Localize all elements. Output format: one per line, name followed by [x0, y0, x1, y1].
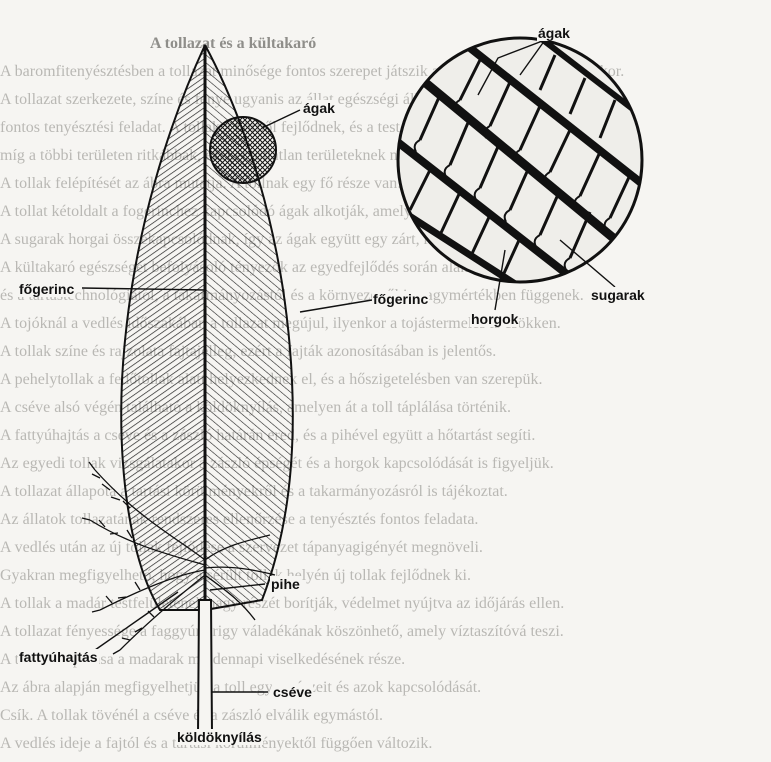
label-fogerinc-right: főgerinc — [372, 291, 430, 307]
feather-calamus — [196, 599, 214, 741]
background-line: Csík. A tollak tövénél a cséve és a zász… — [0, 707, 384, 724]
feather-vane-left — [120, 44, 206, 611]
label-cseve: cséve — [272, 684, 313, 700]
magnified-detail — [396, 36, 644, 284]
label-koldoknyilas: köldöknyílás — [176, 729, 263, 745]
label-sugarak: sugarak — [590, 287, 646, 303]
label-pihe: pihe — [270, 576, 301, 592]
label-agak-top: ágak — [537, 25, 571, 41]
background-line: Az ábra alapján megfigyelhetjük a toll e… — [0, 679, 482, 696]
label-agak-mid: ágak — [302, 100, 336, 116]
background-line: A tollazat fényessége a faggyúmirigy vál… — [0, 623, 564, 640]
background-line: A tollak a madár testfelületének nagy ré… — [0, 595, 565, 612]
down-feathers — [81, 461, 276, 655]
label-fogerinc-left: főgerinc — [18, 281, 76, 297]
leader-lines — [81, 39, 616, 693]
vane-detail-marker — [209, 116, 277, 184]
background-line: A tollak felépítését az ábra mutatja. A … — [0, 175, 529, 192]
label-horgok: horgok — [470, 311, 520, 327]
label-fattyuhajtas: fattyúhajtás — [18, 649, 99, 665]
background-heading: A tollazat és a kültakaró — [150, 35, 317, 52]
